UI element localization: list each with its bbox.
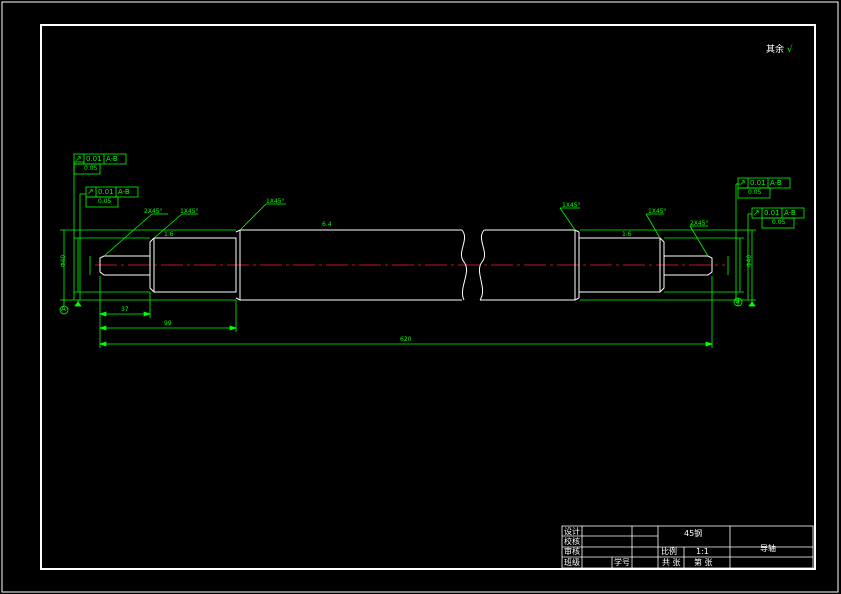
dimension-lines — [60, 161, 756, 348]
dim-left-dia: Φ40 — [60, 254, 68, 268]
surface-mark-body: 6.4 — [322, 221, 332, 228]
roughness-note: 其余 √ — [766, 46, 793, 55]
tolerance-left-mid-sub: 0.05 — [98, 198, 112, 205]
chamfer-left-body: 1X45° — [266, 198, 285, 205]
tb-sheet-no: 第 张 — [694, 558, 713, 567]
tb-student-no: 学号 — [614, 558, 630, 567]
dim-length-short: 37 — [121, 306, 129, 313]
datum-left-label: A — [61, 305, 66, 313]
dim-length-mid: 99 — [164, 320, 172, 327]
tolerance-frames — [73, 153, 805, 229]
runout-icon: ↗ — [87, 187, 94, 196]
surface-mark-left: 1.6 — [164, 231, 174, 238]
tb-check: 校核 — [564, 537, 580, 546]
tolerance-left-top-datum: A-B — [106, 155, 118, 163]
runout-icon: ↗ — [753, 208, 760, 217]
runout-icon: ↗ — [75, 154, 82, 163]
dim-length-total: 620 — [400, 336, 412, 343]
tolerance-left-top-sub: 0.05 — [84, 165, 98, 172]
title-block-lines — [561, 525, 814, 569]
tolerance-left-mid: ↗ — [87, 188, 94, 196]
tolerance-right-mid-datum: A-B — [784, 209, 796, 217]
tb-part-name: 导轴 — [760, 544, 776, 553]
tolerance-left-mid-datum: A-B — [118, 188, 130, 196]
datum-symbols — [59, 297, 756, 315]
chamfer-left-outer: 2X45° — [144, 208, 163, 215]
tb-class: 班级 — [564, 558, 580, 567]
roughness-label: 其余 — [766, 45, 785, 55]
tolerance-left-mid-value: 0.01 — [98, 188, 114, 196]
chamfer-left-step: 1X45° — [180, 208, 199, 215]
dim-right-dia: Φ40 — [746, 254, 754, 268]
tolerance-right-mid-sub: 0.05 — [772, 219, 786, 226]
tolerance-right-mid-value: 0.01 — [764, 209, 780, 217]
chamfer-right-outer: 2X45° — [690, 220, 709, 227]
tolerance-right-top-sub: 0.05 — [748, 189, 762, 196]
tb-design: 设计 — [564, 527, 580, 536]
chamfer-right-step: 1X45° — [648, 208, 667, 215]
tolerance-left-top: ↗ — [75, 155, 82, 163]
shaft-right — [478, 229, 713, 301]
chamfer-right-body: 1X45° — [562, 202, 581, 209]
tb-scale-value: 1:1 — [696, 547, 709, 556]
tolerance-right-mid: ↗ — [753, 209, 760, 217]
roughness-check-icon: √ — [786, 45, 793, 55]
tb-review: 审核 — [564, 547, 580, 556]
tb-material: 45钢 — [684, 529, 703, 538]
runout-icon: ↗ — [739, 178, 746, 187]
tolerance-right-top-datum: A-B — [770, 179, 782, 187]
tolerance-right-top-value: 0.01 — [750, 179, 766, 187]
tb-sheets-total: 共 张 — [662, 558, 681, 567]
datum-right-label: B — [735, 297, 740, 305]
surface-mark-right: 1.6 — [622, 231, 632, 238]
tolerance-right-top: ↗ — [739, 179, 746, 187]
inner-border — [40, 24, 816, 570]
tolerance-left-top-value: 0.01 — [86, 155, 102, 163]
tb-scale-label: 比例 — [661, 547, 677, 556]
